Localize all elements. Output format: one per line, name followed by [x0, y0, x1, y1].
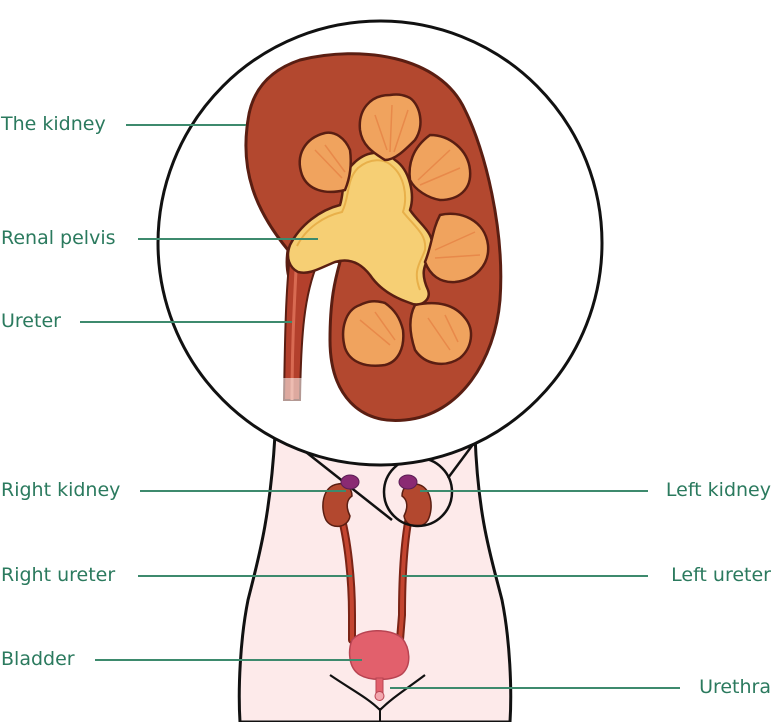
- label-ureter: Ureter: [1, 310, 61, 332]
- renal-pelvis-inner-line: [296, 159, 427, 291]
- medulla-pyramid: [298, 131, 353, 194]
- body-silhouette: [237, 433, 513, 722]
- medulla-pyramid: [341, 300, 405, 367]
- label-bladder: Bladder: [1, 648, 75, 670]
- medulla-pyramid: [408, 133, 472, 202]
- label-left-ureter: Left ureter: [671, 564, 771, 586]
- medulla-pyramid: [358, 93, 422, 162]
- pelvis-curve: [329, 674, 381, 711]
- ureter-fade: [280, 378, 306, 404]
- label-the-kidney: The kidney: [1, 113, 106, 135]
- left-adrenal-gland: [398, 474, 418, 490]
- right-kidney-organ: [322, 482, 353, 528]
- label-left-kidney: Left kidney: [665, 479, 771, 501]
- medulla-pyramid: [423, 212, 490, 284]
- urethra-opening: [374, 691, 385, 701]
- label-right-kidney: Right kidney: [1, 479, 121, 501]
- pelvis-curve: [379, 674, 426, 711]
- label-renal-pelvis: Renal pelvis: [1, 227, 116, 249]
- leader-lines: [80, 124, 680, 689]
- label-urethra: Urethra: [699, 676, 771, 698]
- left-kidney-organ: [401, 482, 432, 528]
- bladder-organ: [348, 630, 410, 681]
- right-adrenal-gland: [340, 474, 360, 490]
- label-right-ureter: Right ureter: [1, 564, 116, 586]
- medulla-pyramid: [409, 301, 473, 366]
